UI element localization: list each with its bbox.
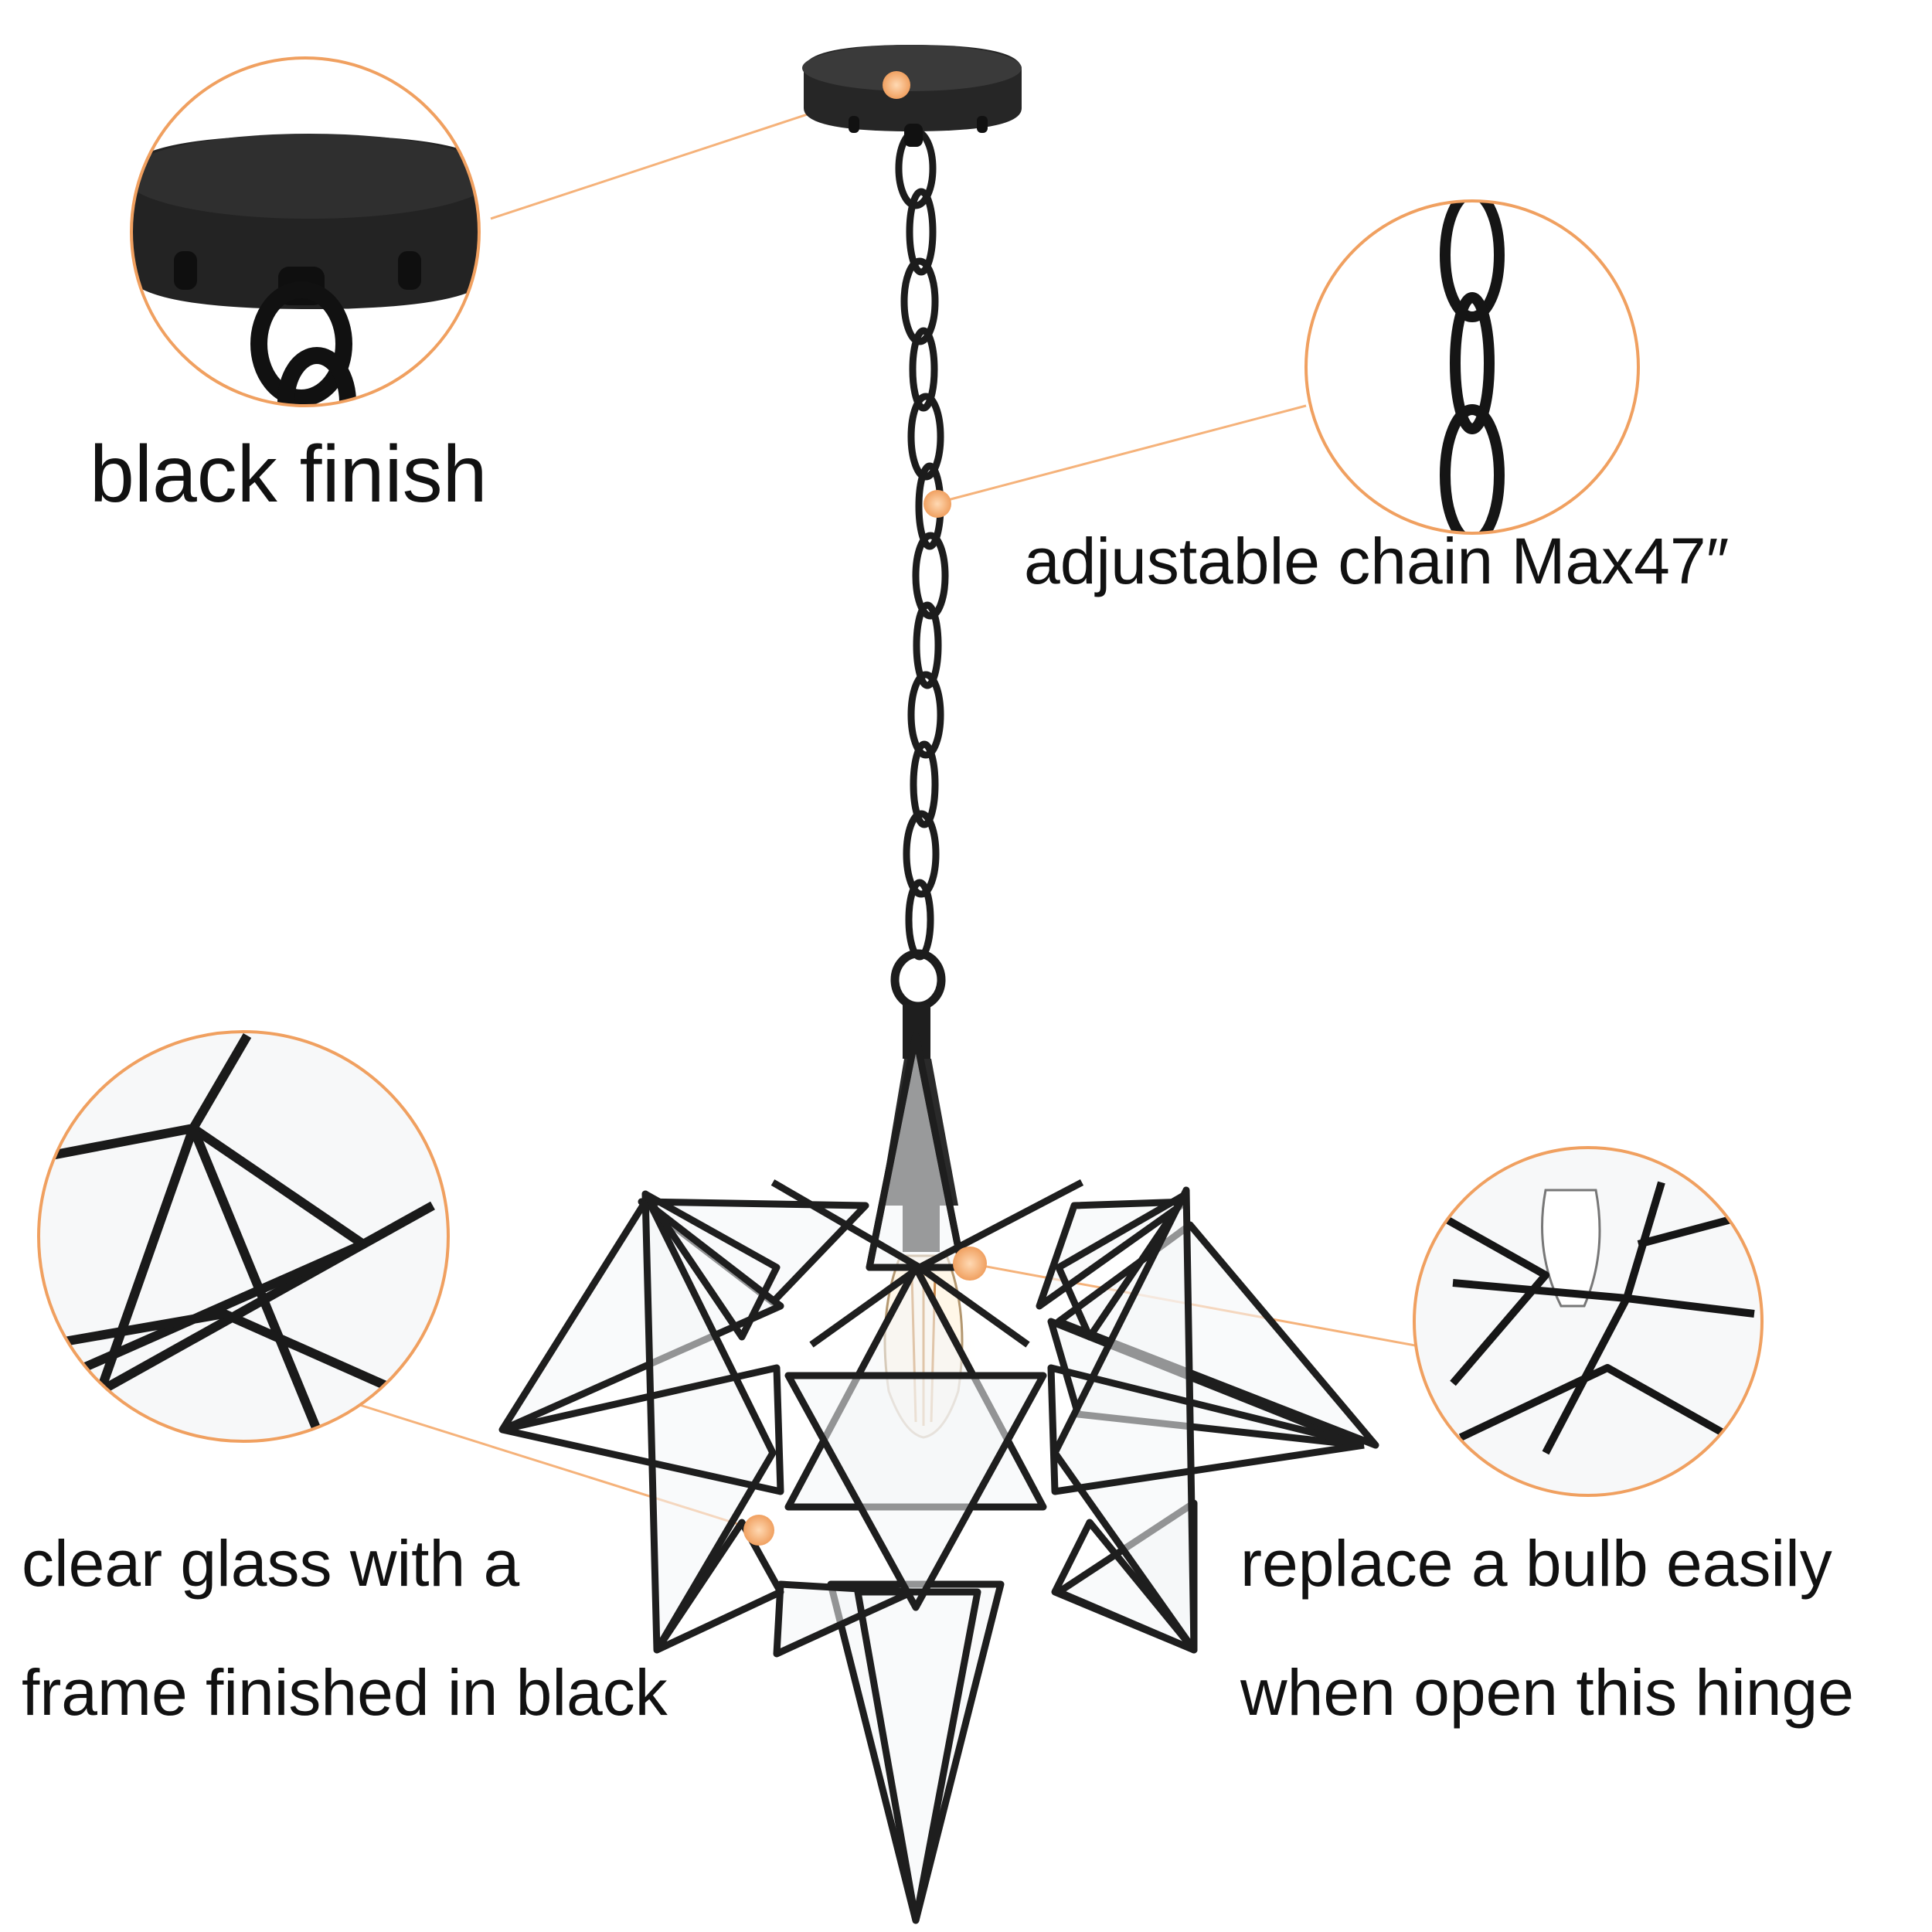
chain-zoom-bubble bbox=[1304, 199, 1640, 535]
bulb-dot bbox=[953, 1247, 987, 1281]
finish-dot bbox=[883, 71, 910, 99]
bulb-zoom-bubble bbox=[1413, 1146, 1764, 1497]
chain-dot bbox=[923, 490, 951, 518]
glass-label-line2: frame finished in black bbox=[22, 1656, 668, 1729]
callout-dots bbox=[743, 71, 987, 1546]
chain-label: adjustable chain Max47″ bbox=[1024, 525, 1730, 597]
star-pendant-icon bbox=[498, 1005, 1379, 1924]
chain-icon bbox=[890, 128, 949, 1011]
bulb-label-line2: when open this hinge bbox=[1240, 1656, 1854, 1729]
finish-label: black finish bbox=[90, 430, 488, 519]
bulb-label-line1: replace a bulb easily bbox=[1240, 1527, 1832, 1600]
glass-dot bbox=[743, 1515, 774, 1546]
canopy-zoom-bubble bbox=[130, 56, 481, 407]
glass-label-line1: clear glass with a bbox=[22, 1527, 520, 1600]
glass-zoom-bubble bbox=[37, 1030, 450, 1443]
ceiling-canopy-icon bbox=[802, 45, 1022, 147]
